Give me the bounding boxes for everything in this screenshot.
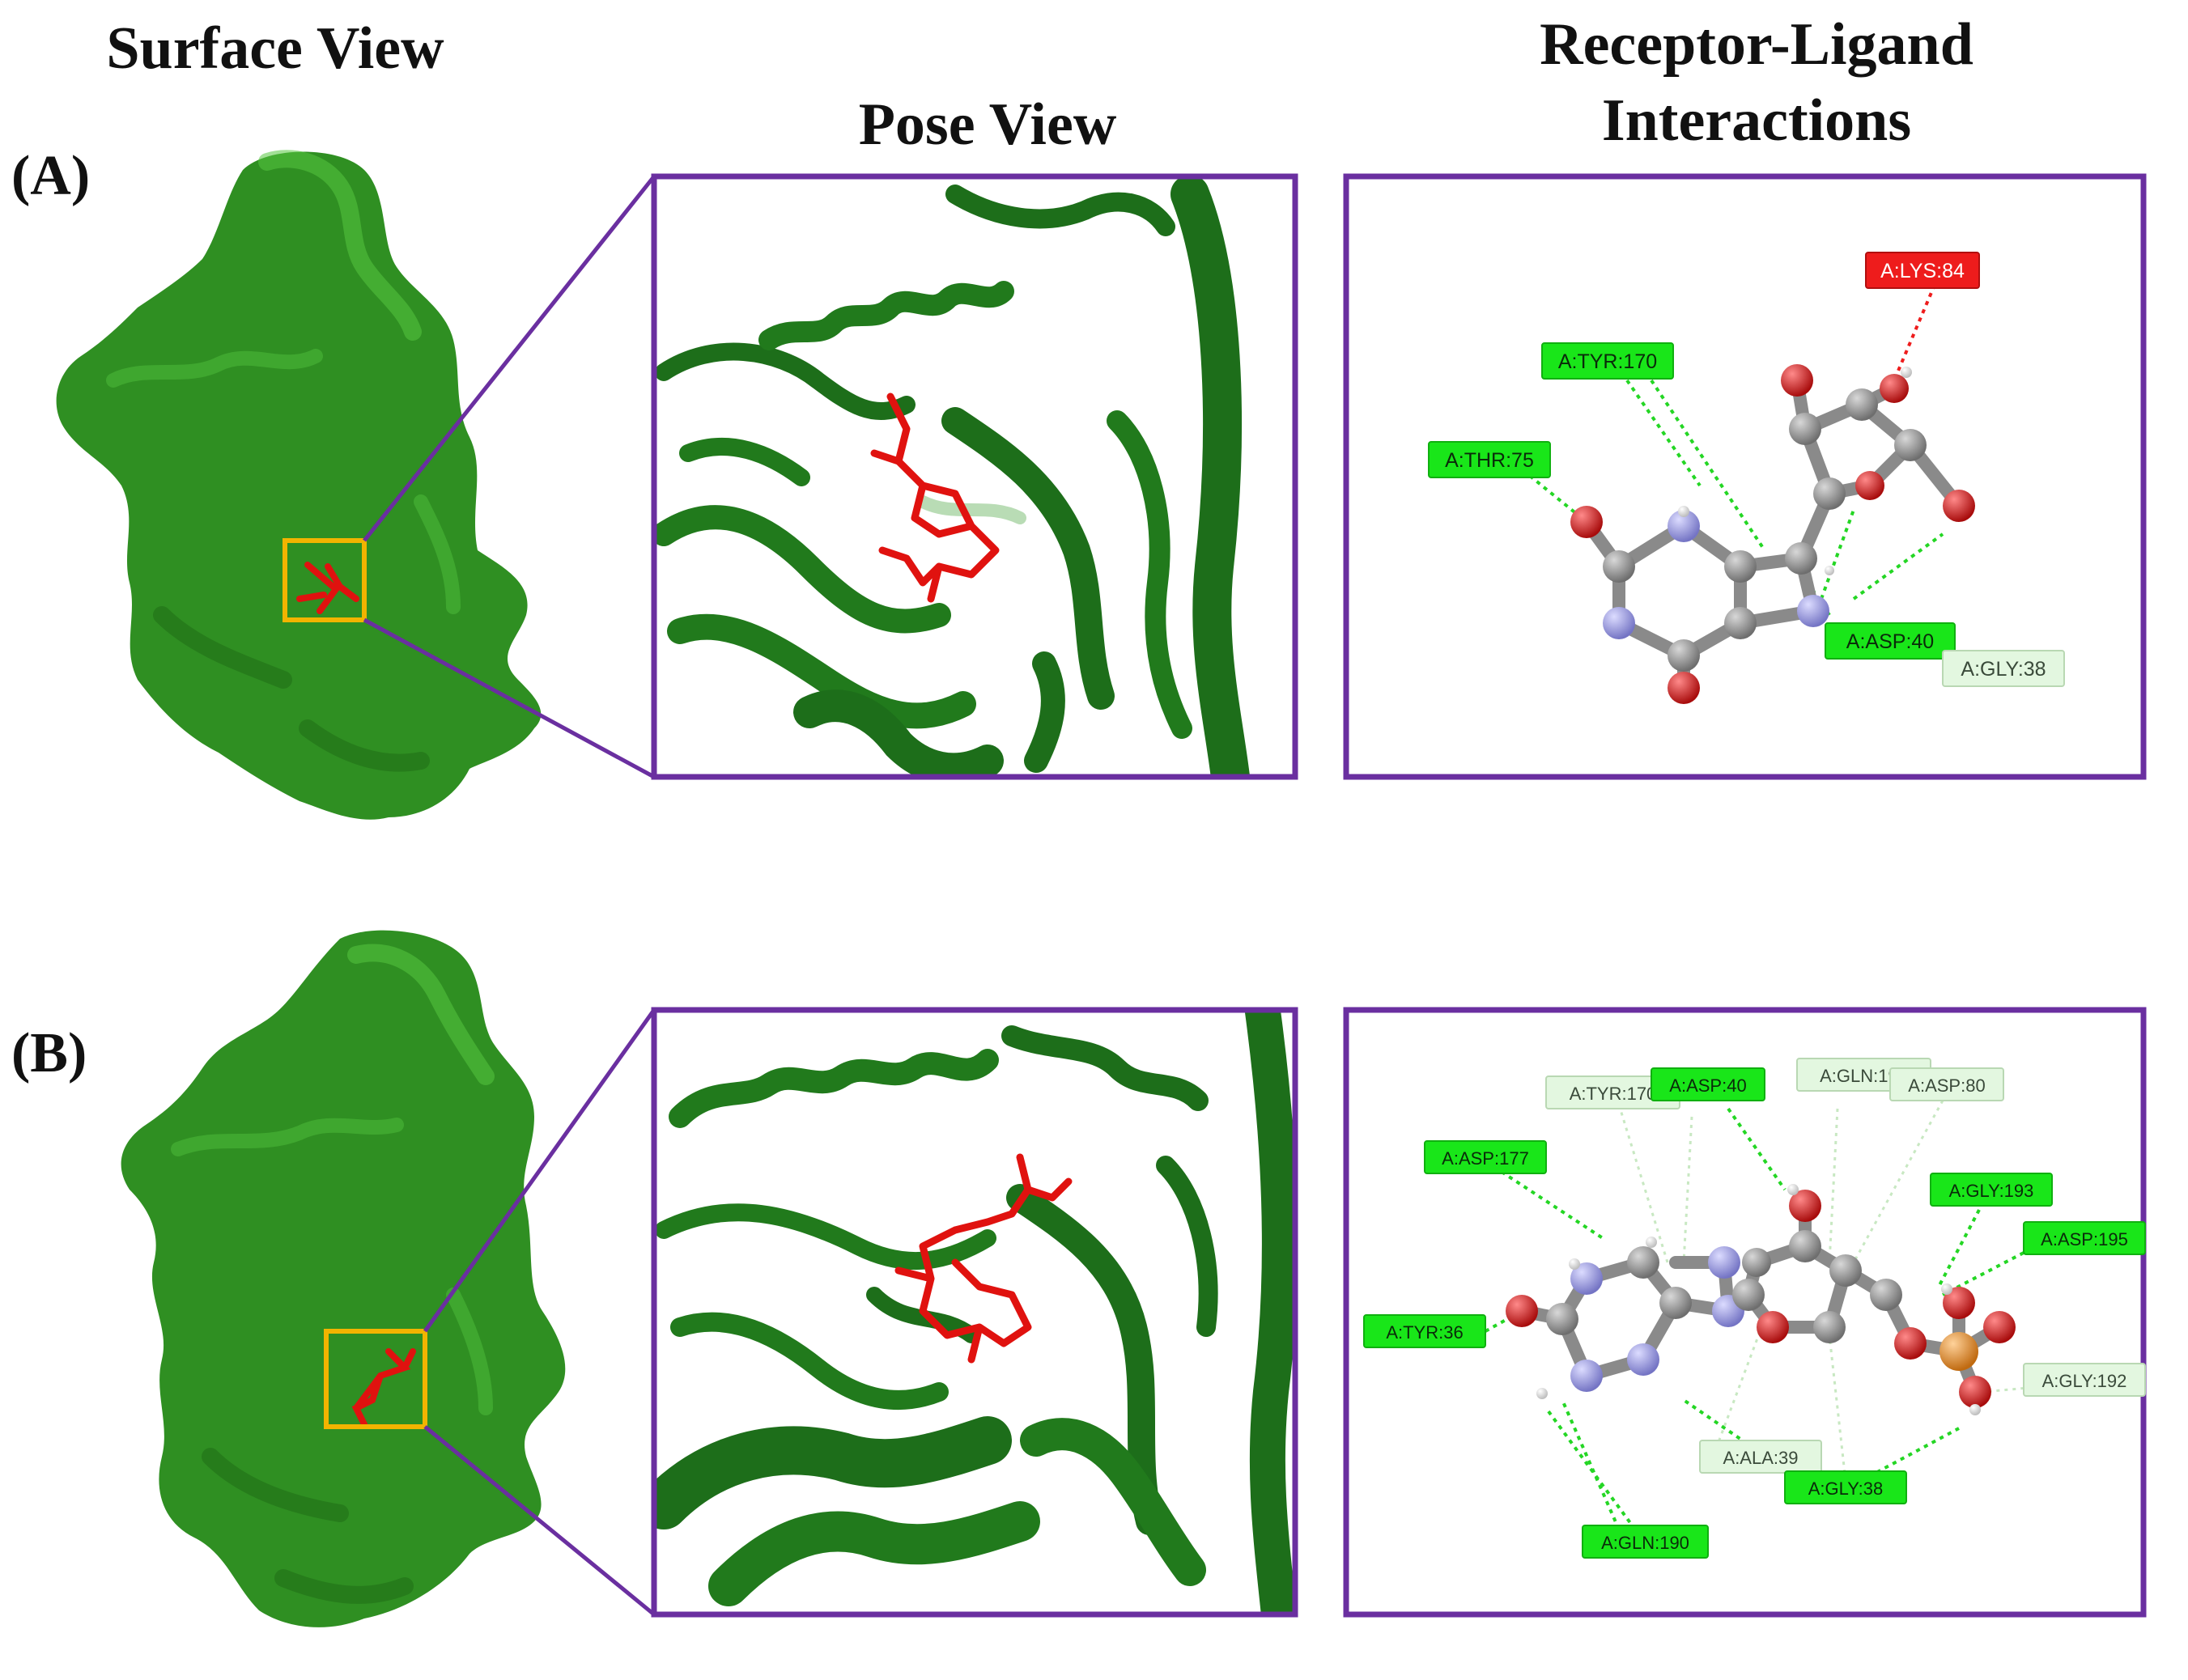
residue-label-box (1428, 441, 1551, 478)
residue-label-text: A:TYR:170 (1570, 1084, 1657, 1104)
residue-label: A:ASP:40 (1825, 622, 1956, 660)
pose-view-a-frame (651, 173, 1298, 780)
residue-label-box (1889, 1067, 2004, 1101)
residue-label-box (1930, 1173, 2053, 1207)
panel-label-a: (A) (11, 145, 91, 207)
header-interactions-line2: Interactions (1601, 87, 1912, 154)
residue-label-text: A:ASP:40 (1846, 630, 1934, 653)
pose-view-b-frame (651, 1007, 1298, 1618)
residue-label-text: A:LYS:84 (1880, 260, 1965, 282)
residue-label-box (1541, 342, 1674, 380)
residue-label-text: A:ASP:40 (1669, 1075, 1746, 1096)
pose-view-a (654, 176, 1295, 777)
residue-label-box (1699, 1440, 1822, 1474)
header-receptor-ligand-interactions: Receptor-Ligand Interactions (1425, 6, 2088, 159)
residue-label-text: A:ALA:39 (1723, 1448, 1799, 1468)
residue-label-text: A:GLY:38 (1961, 658, 2046, 681)
residue-label-box (1651, 1067, 1765, 1101)
residue-label-text: A:GLY:38 (1808, 1478, 1884, 1499)
header-pose-view: Pose View (858, 91, 1117, 158)
residue-label-text: A:ASP:177 (1442, 1148, 1529, 1169)
zoom-line-a-top (363, 175, 656, 542)
residue-label-text: A:THR:75 (1445, 449, 1534, 472)
interaction-b-frame (1343, 1007, 2147, 1618)
header-interactions-line1: Receptor-Ligand (1540, 11, 1973, 78)
residue-label-text: A:GLN:190 (1601, 1533, 1689, 1553)
residue-label: A:GLY:192 (2023, 1363, 2146, 1397)
residue-label: A:GLY:38 (1784, 1470, 1907, 1504)
pose-view-b (654, 1010, 1295, 1614)
zoom-line-b-bottom (423, 1425, 656, 1616)
binding-site-highlight-b (324, 1329, 427, 1429)
residue-label-text: A:TYR:170 (1558, 350, 1657, 373)
residue-label: A:ASP:80 (1889, 1067, 2004, 1101)
residue-label: A:TYR:170 (1541, 342, 1674, 380)
interaction-diagram-b (1346, 1010, 2143, 1614)
residue-label: A:GLN:190 (1582, 1525, 1709, 1559)
surface-protein-a (56, 150, 542, 820)
panel-label-b: (B) (11, 1022, 87, 1084)
residue-label-text: A:ASP:195 (2041, 1229, 2128, 1249)
zoom-line-b-top (423, 1008, 656, 1333)
residue-labels: A:LYS:84A:TYR:170A:THR:75A:ASP:40A:GLY:3… (1363, 252, 2146, 1559)
residue-label-box (1424, 1140, 1547, 1174)
interaction-a-frame (1343, 173, 2147, 780)
residue-label: A:TYR:36 (1363, 1314, 1486, 1348)
residue-label-text: A:ASP:80 (1908, 1075, 1985, 1096)
residue-label-text: A:TYR:36 (1386, 1322, 1463, 1343)
residue-label: A:LYS:84 (1865, 252, 1980, 289)
residue-label-box (1363, 1314, 1486, 1348)
residue-label: A:THR:75 (1428, 441, 1551, 478)
residue-label-text: A:GLY:193 (1949, 1181, 2034, 1201)
residue-label-box (1582, 1525, 1709, 1559)
residue-label: A:TYR:170 (1545, 1075, 1680, 1109)
ligand-in-pocket-a (296, 562, 359, 614)
residue-label: A:GLY:38 (1942, 650, 2065, 687)
surface-protein-b (121, 930, 566, 1627)
residue-label-box (1825, 622, 1956, 660)
residue-label: A:ALA:39 (1699, 1440, 1822, 1474)
zoom-line-a-bottom (363, 617, 656, 779)
residue-label-box (1942, 650, 2065, 687)
binding-site-highlight-a (283, 538, 367, 622)
residue-label: A:GLY:193 (1930, 1173, 2053, 1207)
residue-label-box (1865, 252, 1980, 289)
residue-label: A:ASP:177 (1424, 1140, 1547, 1174)
residue-label-box (1784, 1470, 1907, 1504)
residue-label: A:ASP:195 (2023, 1221, 2146, 1255)
header-surface-view: Surface View (106, 15, 444, 82)
residue-label: A:ASP:40 (1651, 1067, 1765, 1101)
residue-label-box (2023, 1363, 2146, 1397)
ligand-in-pocket-b (351, 1348, 416, 1428)
residue-label-text: A:GLY:192 (2042, 1371, 2127, 1391)
residue-label-box (2023, 1221, 2146, 1255)
